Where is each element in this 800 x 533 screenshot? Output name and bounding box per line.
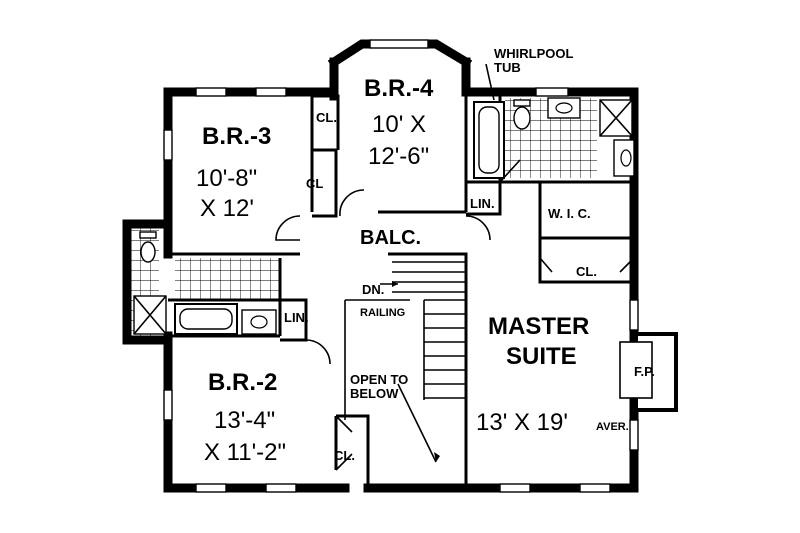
br2-dim-1: 13'-4"	[214, 407, 275, 434]
cl-master-label: CL.	[576, 264, 597, 279]
lin-lower-label: LIN.	[284, 310, 309, 325]
open-below-label-1: OPEN TO	[350, 372, 408, 387]
cl-br4-label: CL.	[316, 110, 337, 125]
master-name-1: MASTER	[488, 313, 589, 340]
master-dim: 13' X 19'	[476, 409, 568, 436]
whirlpool-label-1: WHIRLPOOL	[494, 46, 573, 61]
master-dim-suffix: AVER.	[596, 421, 629, 433]
dn-label: DN.	[362, 282, 384, 297]
master-name-2: SUITE	[506, 343, 577, 370]
cl-br3-label: CL	[306, 176, 323, 191]
railing-label: RAILING	[360, 307, 405, 319]
open-below-label-2: BELOW	[350, 386, 399, 401]
br4-dim-2: 12'-6"	[368, 143, 429, 170]
bath-tile-left	[175, 258, 280, 300]
lin-upper-label: LIN.	[470, 196, 495, 211]
windows	[163, 39, 639, 493]
br3-dim-2: X 12'	[200, 195, 254, 222]
balc-label: BALC.	[360, 227, 421, 249]
fp-label: F.P.	[634, 364, 655, 379]
fixtures	[133, 63, 678, 471]
br3-dim-1: 10'-8"	[196, 165, 257, 192]
br4-name: B.R.-4	[364, 75, 434, 102]
whirlpool-label-2: TUB	[494, 60, 521, 75]
br2-dim-2: X 11'-2"	[204, 439, 286, 466]
br3-name: B.R.-3	[202, 123, 271, 150]
br4-dim-1: 10' X	[372, 111, 426, 138]
cl-br2-label: CL.	[334, 448, 355, 463]
wic-label: W. I. C.	[548, 206, 591, 221]
br2-name: B.R.-2	[208, 369, 277, 396]
